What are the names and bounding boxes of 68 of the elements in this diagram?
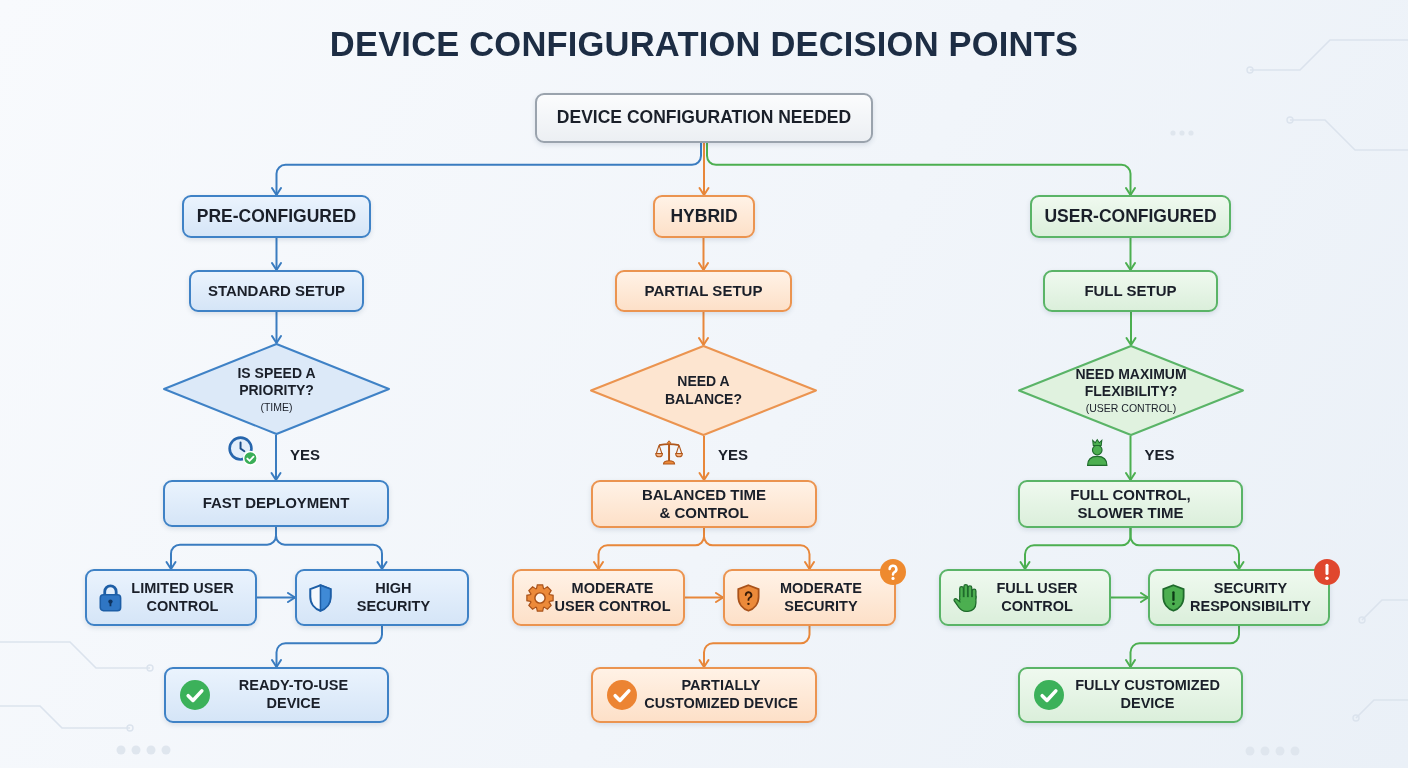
- category-label: USER-CONFIGURED: [1044, 205, 1217, 228]
- arrow: [1125, 237, 1136, 271]
- edge-label: YES: [290, 446, 320, 462]
- arrow: [271, 142, 702, 196]
- arrow: [1125, 435, 1136, 481]
- arrow: [698, 311, 709, 346]
- decision-diamond: [163, 343, 390, 435]
- arrow: [1125, 311, 1137, 346]
- arrow: [698, 435, 710, 481]
- step-label: MODERATE SECURITY: [779, 579, 863, 616]
- process-box: [295, 569, 469, 626]
- category-label: HYBRID: [670, 205, 738, 228]
- start-label: DEVICE CONFIGURATION NEEDED: [556, 107, 852, 129]
- arrow: [698, 237, 709, 271]
- edge-label: YES: [1144, 447, 1175, 462]
- step-label: SECURITY RESPONSIBILITY: [1189, 579, 1312, 616]
- step-label: FULL USER CONTROL: [995, 579, 1079, 616]
- step-label: FULL CONTROL, SLOWER TIME: [1069, 485, 1192, 523]
- process-box: [591, 480, 817, 528]
- step-label: FAST DEPLOYMENT: [202, 494, 350, 513]
- process-box: [163, 480, 389, 527]
- result-box: [164, 667, 389, 723]
- step-label: FULL SETUP: [1084, 281, 1177, 301]
- process-box: [1043, 270, 1218, 312]
- category-box: [1030, 195, 1231, 238]
- result-label: PARTIALLY CUSTOMIZED DEVICE: [643, 677, 799, 713]
- question-text: NEED MAXIMUM FLEXIBILITY?: [1074, 366, 1188, 401]
- question-note: (TIME): [260, 400, 293, 414]
- step-label: MODERATE USER CONTROL: [554, 579, 671, 616]
- process-box: [723, 569, 896, 626]
- arrow: [684, 592, 724, 603]
- arrow: [1110, 592, 1149, 603]
- result-box: [591, 667, 817, 723]
- category-label: PRE-CONFIGURED: [196, 205, 357, 228]
- process-box: [1018, 480, 1243, 528]
- arrow: [275, 526, 388, 570]
- step-label: LIMITED USER CONTROL: [130, 579, 235, 616]
- arrow: [256, 592, 296, 603]
- edge-label: YES: [718, 447, 748, 462]
- result-box: [1018, 667, 1243, 723]
- question-note: (USER CONTROL): [1085, 402, 1177, 415]
- result-label: FULLY CUSTOMIZED DEVICE: [1074, 677, 1221, 713]
- step-label: BALANCED TIME & CONTROL: [640, 485, 768, 523]
- step-label: STANDARD SETUP: [207, 281, 346, 301]
- process-box: [939, 569, 1111, 626]
- process-box: [512, 569, 685, 626]
- result-label: READY-TO-USE DEVICE: [237, 677, 350, 713]
- arrow: [271, 311, 282, 344]
- diagram-title: DEVICE CONFIGURATION DECISION POINTS: [329, 25, 1079, 63]
- start-box: [535, 93, 873, 143]
- arrow: [703, 527, 815, 570]
- arrow: [706, 142, 1136, 196]
- decision-diamond: [1018, 345, 1244, 436]
- process-box: [85, 569, 257, 626]
- decision-diamond: [590, 345, 817, 436]
- category-box: [182, 195, 371, 238]
- process-box: [1148, 569, 1330, 626]
- step-label: HIGH SECURITY: [355, 579, 432, 616]
- arrow: [1129, 527, 1245, 570]
- arrow: [271, 237, 282, 271]
- process-box: [189, 270, 364, 312]
- step-label: PARTIAL SETUP: [644, 281, 763, 301]
- category-box: [653, 195, 755, 238]
- arrow: [698, 142, 710, 196]
- process-box: [615, 270, 792, 312]
- question-text: IS SPEED A PRIORITY?: [236, 364, 317, 399]
- question-text: NEED A BALANCE?: [664, 373, 743, 408]
- arrow: [270, 434, 282, 481]
